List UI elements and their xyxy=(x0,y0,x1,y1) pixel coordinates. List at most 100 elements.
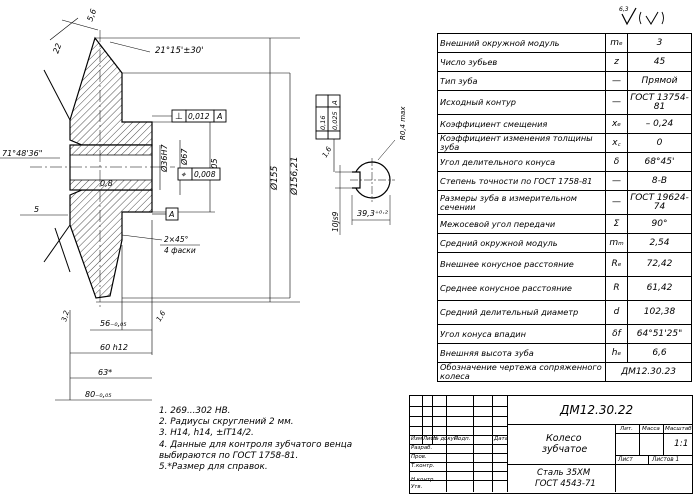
param-symbol: z xyxy=(605,52,628,72)
param-name: Среднее конусное расстояние xyxy=(437,276,606,301)
param-symbol: — xyxy=(605,90,628,115)
dim-5: 5 xyxy=(34,205,39,214)
svg-text:10Js9: 10Js9 xyxy=(331,211,340,232)
param-name: Межосевой угол передачи xyxy=(437,214,606,234)
dim-d156: Ø156,21 xyxy=(289,156,300,196)
svg-text:A: A xyxy=(216,112,222,121)
tb-col-doc: № докум. xyxy=(433,436,460,442)
param-symbol: — xyxy=(605,71,628,91)
param-name: Внешний окружной модуль xyxy=(437,33,606,53)
dim-d67: Ø67 xyxy=(179,148,189,166)
note-line: 1. 269...302 HB. xyxy=(159,406,231,416)
param-name: Внешнее конусное расстояние xyxy=(437,252,606,277)
param-name: Коэффициент смещения xyxy=(437,114,606,134)
dim-0-8: 0,8 xyxy=(100,179,113,188)
param-value: 8-B xyxy=(627,171,692,191)
tolerance-symmetry: ⌖ 0,008 xyxy=(177,167,221,181)
title-block: Изм. Лист № докум. Подп. Дата Разраб. Пр… xyxy=(409,395,693,494)
note-line: выбираются по ГОСТ 1758-81. xyxy=(159,450,299,461)
dim-chamfer-count: 4 фаски xyxy=(164,246,196,255)
param-row: Степень точности по ГОСТ 1758-81—8-B xyxy=(437,171,692,191)
param-row: Размеры зуба в измерительном сечении—ГОС… xyxy=(437,190,692,215)
param-name: Число зубьев xyxy=(437,52,606,72)
param-value: 102,38 xyxy=(627,300,692,325)
param-symbol: — xyxy=(605,171,628,191)
gear-body-hatched xyxy=(43,36,153,299)
tb-h-lit: Лит. xyxy=(620,426,633,432)
svg-text:0,008: 0,008 xyxy=(194,170,216,179)
param-symbol: — xyxy=(605,190,628,215)
svg-text:1,6: 1,6 xyxy=(321,145,334,159)
note-line: 5.*Размер для справок. xyxy=(159,462,268,473)
tolerance-perpendicularity: ⊥ 0,012 A xyxy=(152,109,227,123)
tb-part-name-1: Колесо xyxy=(546,433,582,444)
note-line: 3. H14, h14, ±IT14/2. xyxy=(159,428,254,439)
tb-material-1: Сталь 35ХМ xyxy=(537,468,591,478)
param-value: ГОСТ 19624-74 xyxy=(627,190,692,215)
svg-text:A: A xyxy=(331,100,339,106)
param-symbol: Rₑ xyxy=(605,252,628,277)
dim-60: 60 h12 xyxy=(100,343,128,352)
dim-80: 80₋₀,₀₅ xyxy=(85,390,112,399)
tb-h-mass: Масса xyxy=(642,426,660,432)
tb-col-date: Дата xyxy=(494,436,508,442)
tb-col-sign: Подп. xyxy=(454,436,471,442)
svg-text:R0,4 max: R0,4 max xyxy=(399,106,407,140)
dim-56: 56₋₀,₀₅ xyxy=(100,319,127,328)
dim-angle-left: 71°48'36" xyxy=(2,149,42,158)
dim-bore: Ø36H7 xyxy=(159,144,169,173)
param-value: 6,6 xyxy=(627,343,692,363)
param-name: Степень точности по ГОСТ 1758-81 xyxy=(437,171,606,191)
length-dimensions xyxy=(55,220,153,401)
param-symbol: δf xyxy=(605,324,628,344)
datum-a: A xyxy=(152,207,179,221)
tb-role-tcontrol: Т.контр. xyxy=(411,463,435,469)
tb-document-code: ДМ12.30.22 xyxy=(560,403,634,417)
param-value: – 0,24 xyxy=(627,114,692,134)
tb-h-sheet: Лист xyxy=(618,457,633,463)
param-value: Прямой xyxy=(627,71,692,91)
tb-role-ncontrol: Н.контр. xyxy=(411,477,436,483)
param-row: Тип зуба—Прямой xyxy=(437,71,692,91)
param-value: 3 xyxy=(627,33,692,53)
svg-text:⊥: ⊥ xyxy=(175,112,183,122)
param-name: Размеры зуба в измерительном сечении xyxy=(437,190,606,215)
param-name: Угол конуса впадин xyxy=(437,324,606,344)
note-line: 2. Радиусы скруглений 2 мм. xyxy=(159,417,294,428)
dim-5-6: 5,6 xyxy=(85,8,98,23)
rough-left: 3,2 xyxy=(60,309,71,322)
param-symbol: Σ xyxy=(605,214,628,234)
svg-text:⌖: ⌖ xyxy=(181,170,187,179)
param-value: 0 xyxy=(627,133,692,153)
param-symbol: δ xyxy=(605,152,628,172)
param-symbol: hₑ xyxy=(605,343,628,363)
param-symbol: mₑ xyxy=(605,33,628,53)
svg-text:0,012: 0,012 xyxy=(188,112,210,121)
param-value: 72,42 xyxy=(627,252,692,277)
svg-text:6,3: 6,3 xyxy=(619,6,629,13)
dim-angle-top: 21°15'±30' xyxy=(155,46,204,56)
tb-h-scale: Масштаб xyxy=(665,426,692,432)
dim-d155: Ø155 xyxy=(269,165,280,191)
tb-col-list: Лист xyxy=(423,436,437,442)
svg-text:39,3⁺⁰·²: 39,3⁺⁰·² xyxy=(357,209,389,218)
diameter-dimension-lines xyxy=(95,37,300,303)
tb-part-name-2: зубчатое xyxy=(542,444,588,455)
param-row: Исходный контур—ГОСТ 13754-81 xyxy=(437,90,692,115)
param-value: 2,54 xyxy=(627,233,692,253)
param-name: Угол делительного конуса xyxy=(437,152,606,172)
param-value: ГОСТ 13754-81 xyxy=(627,90,692,115)
tb-material-2: ГОСТ 4543-71 xyxy=(535,479,596,489)
